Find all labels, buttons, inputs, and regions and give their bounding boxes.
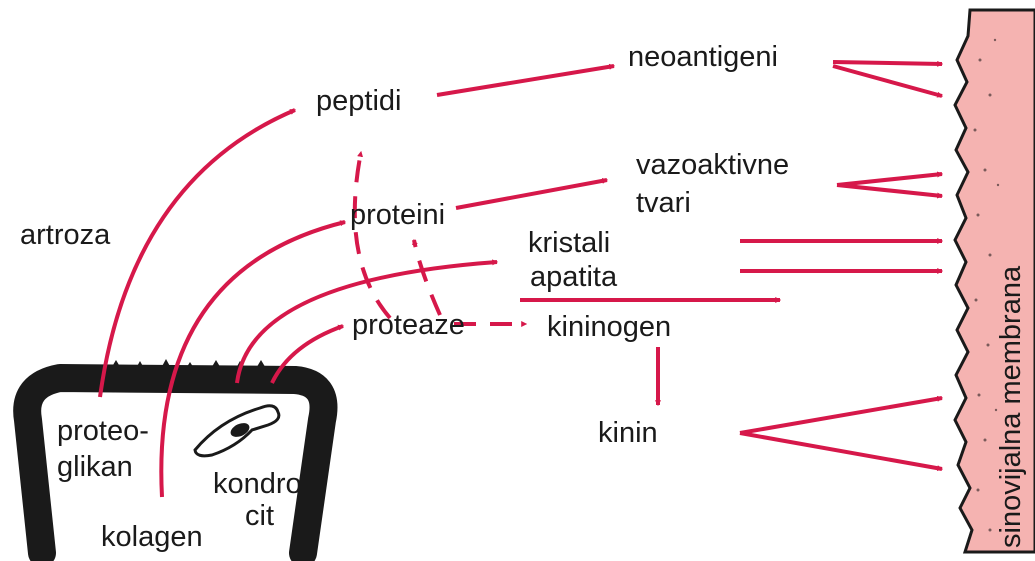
- arrow-vazoaktivne-membrane-1: [837, 174, 942, 185]
- label-tvari: tvari: [636, 187, 691, 219]
- label-kolagen: kolagen: [101, 521, 203, 553]
- arrow-proteini-vazoaktivne: [456, 180, 607, 208]
- label-apatita: apatita: [530, 261, 618, 293]
- label-proteo: proteo-: [57, 415, 149, 447]
- arrow-proteaze-proteini: [414, 240, 440, 315]
- arrow-kinin-membrane-1: [740, 398, 942, 433]
- arrow-proteaze-peptidi: [355, 152, 390, 318]
- label-kininogen: kininogen: [547, 311, 671, 343]
- label-vazoaktivne: vazoaktivne: [636, 149, 789, 181]
- label-artroza: artroza: [20, 219, 111, 251]
- chondrocyte-icon: [195, 406, 279, 456]
- label-kondro: kondro-: [213, 468, 311, 500]
- arrow-kinin-membrane-2: [740, 433, 942, 469]
- label-neoantigeni: neoantigeni: [628, 41, 778, 73]
- label-kristali: kristali: [528, 227, 610, 259]
- labels: peptidi neoantigeni vazoaktivne tvari pr…: [20, 41, 789, 553]
- label-peptidi: peptidi: [316, 85, 401, 117]
- label-proteaze: proteaze: [352, 309, 465, 341]
- label-cit: cit: [245, 500, 274, 532]
- label-kinin: kinin: [598, 417, 658, 449]
- label-proteini: proteini: [350, 199, 445, 231]
- arrow-neoantigeni-membrane-1: [833, 62, 942, 64]
- synovial-membrane: sinovijalna membrana: [955, 10, 1035, 552]
- membrane-label: sinovijalna membrana: [995, 265, 1027, 548]
- arrow-neoantigeni-membrane-2: [833, 66, 942, 96]
- label-glikan: glikan: [57, 451, 133, 483]
- arrow-peptidi-neoantigeni: [437, 66, 614, 95]
- arrow-vazoaktivne-membrane-2: [837, 185, 942, 196]
